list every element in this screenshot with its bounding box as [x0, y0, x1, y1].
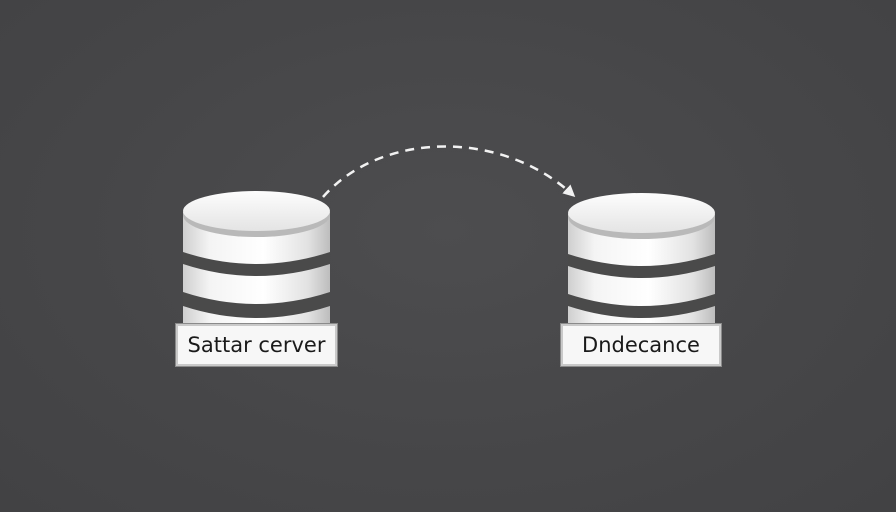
source-node-label: Sattar cerver: [176, 324, 337, 366]
target-node-label: Dndecance: [561, 324, 721, 366]
dashed-arrow: [322, 145, 576, 198]
database-cylinder-icon: [568, 193, 715, 327]
database-cylinder-icon: [183, 191, 330, 327]
